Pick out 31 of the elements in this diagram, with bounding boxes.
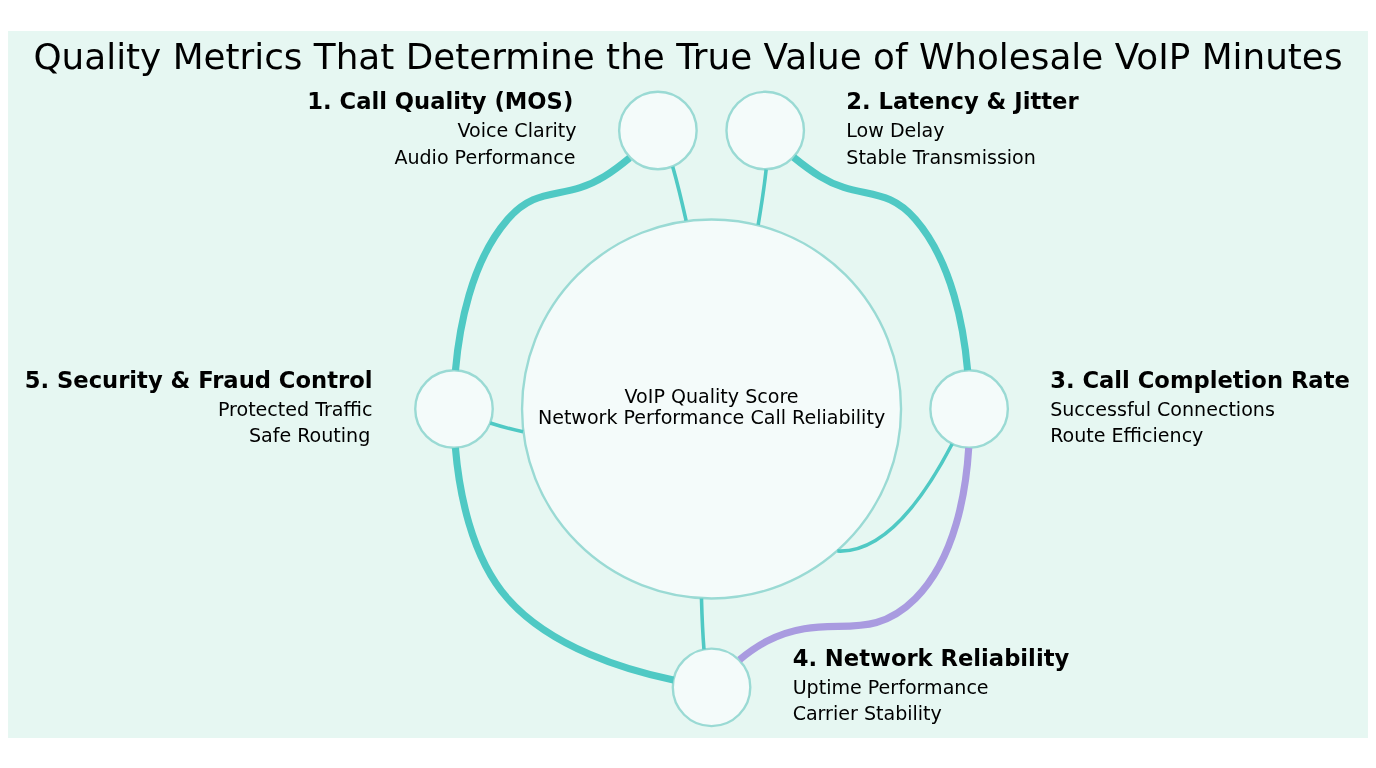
node-circle: VoIP Quality Score Network Performance Call Reliability: [520, 217, 903, 600]
node-label: Uptime Performance: [792, 675, 989, 698]
node-circle: [929, 368, 1010, 449]
node-label: Safe Routing: [248, 423, 371, 446]
connector: [837, 442, 954, 553]
connector: [451, 154, 632, 370]
connector: [671, 165, 688, 221]
node-label: 4. Network Reliability: [792, 644, 1070, 671]
node-label: Carrier Stability: [792, 701, 942, 724]
connector: [489, 420, 524, 433]
node-label: Audio Performance: [394, 145, 576, 168]
diagram-title: Quality Metrics That Determine the True Value of Wholesale VoIP Minutes: [33, 35, 1343, 77]
node-label: Stable Transmission: [846, 145, 1036, 168]
node-label: 5. Security & Fraud Control: [24, 366, 373, 393]
node-circle: [725, 90, 806, 170]
node-circle: [617, 90, 698, 170]
connector: [737, 447, 973, 662]
node-label: 3. Call Completion Rate: [1050, 366, 1350, 393]
node-label: Route Efficiency: [1050, 423, 1204, 446]
connector: [791, 154, 972, 370]
node-label: Successful Connections: [1050, 397, 1275, 420]
node-label: Low Delay: [846, 118, 945, 141]
node-label: 2. Latency & Jitter: [846, 87, 1079, 114]
connector: [451, 447, 675, 683]
node-label: 1. Call Quality (MOS): [307, 87, 574, 114]
node-label: Protected Traffic: [217, 397, 373, 420]
connector: [699, 597, 706, 649]
node-circle: [414, 368, 494, 449]
connector: [756, 168, 768, 225]
node-circle: [671, 646, 752, 727]
node-label: Voice Clarity: [457, 118, 577, 141]
